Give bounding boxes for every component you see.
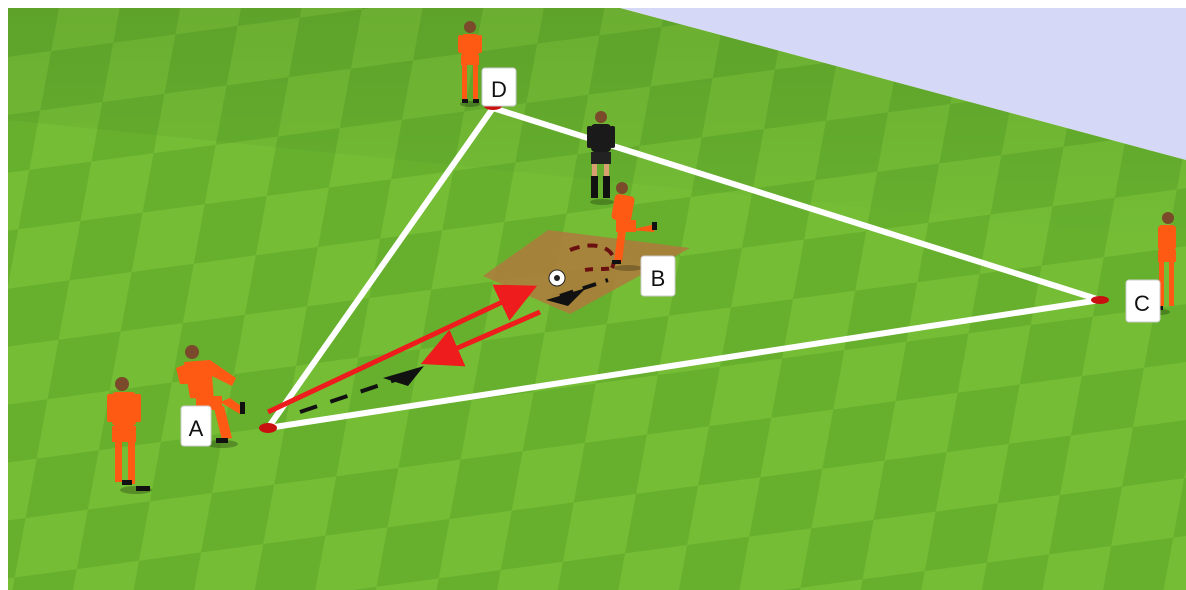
ball (548, 269, 566, 287)
label-a-text: A (189, 416, 204, 441)
label-c: C (1125, 279, 1161, 323)
player-b (611, 182, 657, 271)
player-left (107, 377, 152, 494)
label-c-text: C (1134, 291, 1150, 316)
line-a-d (265, 105, 496, 431)
cone-c-marker (1091, 296, 1109, 304)
line-c-a (265, 297, 1103, 431)
run-arrowhead-upper (546, 288, 586, 306)
label-a: A (180, 405, 212, 447)
cone-a-marker (259, 423, 277, 433)
player-a (176, 345, 245, 448)
pass-arrow-a-to-b (266, 284, 538, 415)
player-d (458, 21, 482, 107)
label-d-text: D (491, 77, 507, 102)
label-d: D (481, 67, 517, 107)
label-b: B (640, 255, 676, 297)
pass-arrows (266, 284, 541, 415)
pass-arrow-b-to-a (420, 309, 541, 367)
run-arrowhead-lower (383, 366, 424, 386)
coach (587, 111, 615, 205)
run-arrow (299, 278, 609, 414)
label-b-text: B (651, 266, 666, 291)
